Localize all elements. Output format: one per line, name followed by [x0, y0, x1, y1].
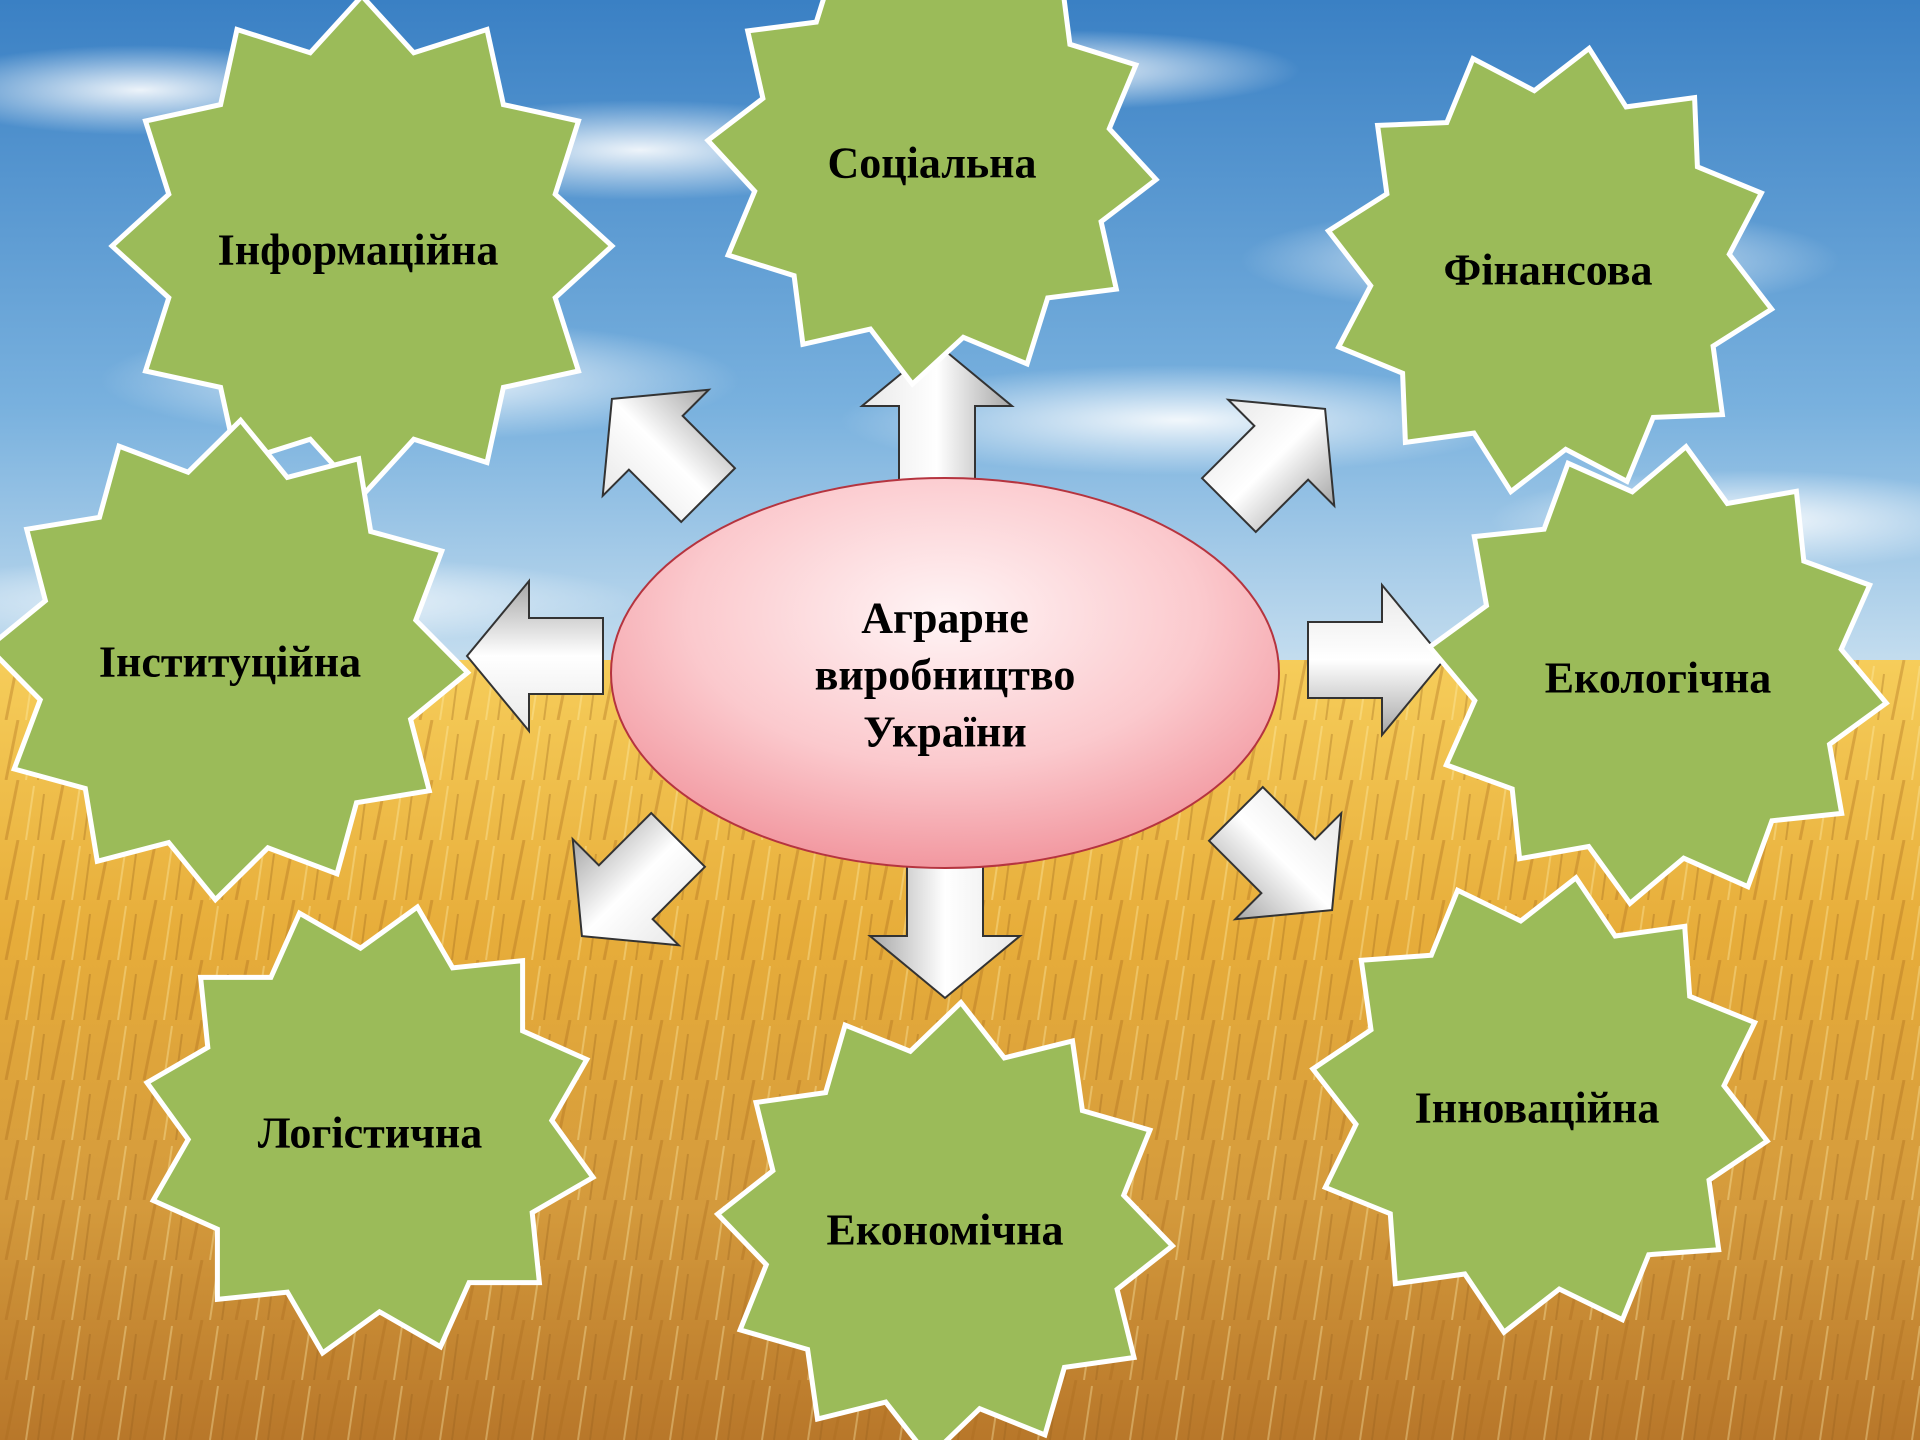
- node-label-innovatsiina: Інноваційна: [1414, 1083, 1660, 1133]
- arrow-to-informatsiina: [601, 388, 737, 524]
- node-shape-finansova: [1324, 44, 1776, 496]
- arrow-to-lohistychna: [571, 811, 707, 947]
- node-label-ekolohichna: Екологічна: [1544, 653, 1772, 703]
- arrow-to-finansova: [1200, 398, 1336, 534]
- node-shape-lohistychna: [143, 903, 597, 1357]
- center-label-line: Аграрне: [861, 593, 1029, 643]
- arrow-to-ekolohichna: [1307, 582, 1446, 738]
- node-label-finansova: Фінансова: [1443, 245, 1653, 295]
- arrow-to-innovatsiina: [1207, 785, 1343, 921]
- arrow-to-ekonomichna: [867, 861, 1023, 1000]
- node-label-sotsialna: Соціальна: [827, 138, 1037, 188]
- node-label-ekonomichna: Економічна: [826, 1205, 1064, 1255]
- node-label-instytutsiina: Інституційна: [98, 637, 362, 687]
- node-shape-innovatsiina: [1309, 874, 1771, 1336]
- center-label-line: України: [863, 707, 1027, 757]
- center-label: Аграрне виробництво України: [815, 590, 1076, 761]
- node-shape-ekonomichna: [713, 998, 1177, 1440]
- node-label-lohistychna: Логістична: [257, 1108, 483, 1158]
- node-shape-ekolohichna: [1426, 443, 1890, 907]
- center-ellipse: [610, 477, 1280, 869]
- arrow-to-instytutsiina: [465, 578, 604, 734]
- node-shape-sotsialna: [704, 0, 1160, 388]
- arrow-to-sotsialna: [859, 342, 1015, 481]
- node-shape-instytutsiina: [0, 416, 472, 904]
- node-label-informatsiina: Інформаційна: [217, 225, 499, 275]
- center-label-line: виробництво: [814, 650, 1076, 700]
